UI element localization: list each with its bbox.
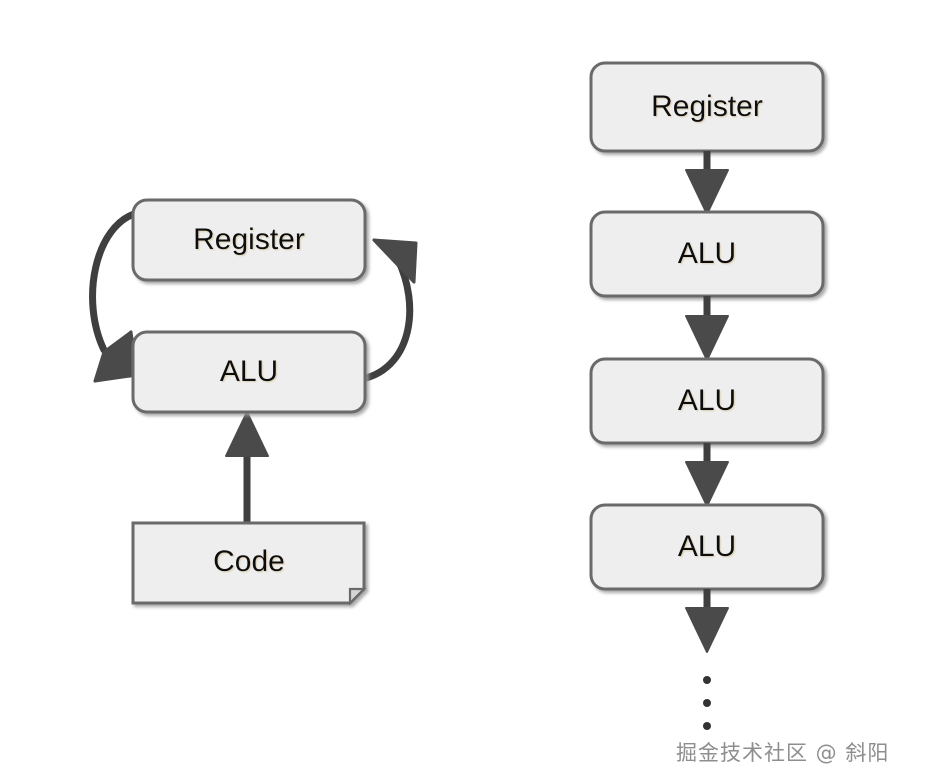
node-right-alu-1-label: ALU <box>678 237 736 270</box>
right-group-pipeline-chain: Register ALU ALU <box>589 61 825 730</box>
watermark-label: 掘金技术社区 @ 斜阳 <box>676 741 889 765</box>
edge-right-1[interactable] <box>685 151 729 215</box>
vertical-ellipsis-icon <box>703 676 711 730</box>
node-left-alu-label: ALU <box>220 355 278 388</box>
node-right-alu-2-label: ALU <box>678 384 736 417</box>
left-group-register-alu-loop: Register ALU Code <box>89 198 418 606</box>
node-left-code[interactable] <box>131 521 367 606</box>
edge-code-to-alu[interactable] <box>225 411 269 522</box>
edge-right-4[interactable] <box>685 589 729 653</box>
node-left-register[interactable] <box>131 198 367 282</box>
node-right-register-label: Register <box>651 90 763 123</box>
edge-right-2[interactable] <box>685 296 729 361</box>
edge-register-to-alu[interactable] <box>89 209 141 383</box>
node-left-register-label: Register <box>193 223 305 256</box>
node-left-code-label: Code <box>213 545 285 578</box>
edge-alu-to-register[interactable] <box>362 238 418 382</box>
edge-right-3[interactable] <box>685 443 729 507</box>
node-right-alu-3-label: ALU <box>678 530 736 563</box>
node-left-alu[interactable] <box>131 330 367 414</box>
